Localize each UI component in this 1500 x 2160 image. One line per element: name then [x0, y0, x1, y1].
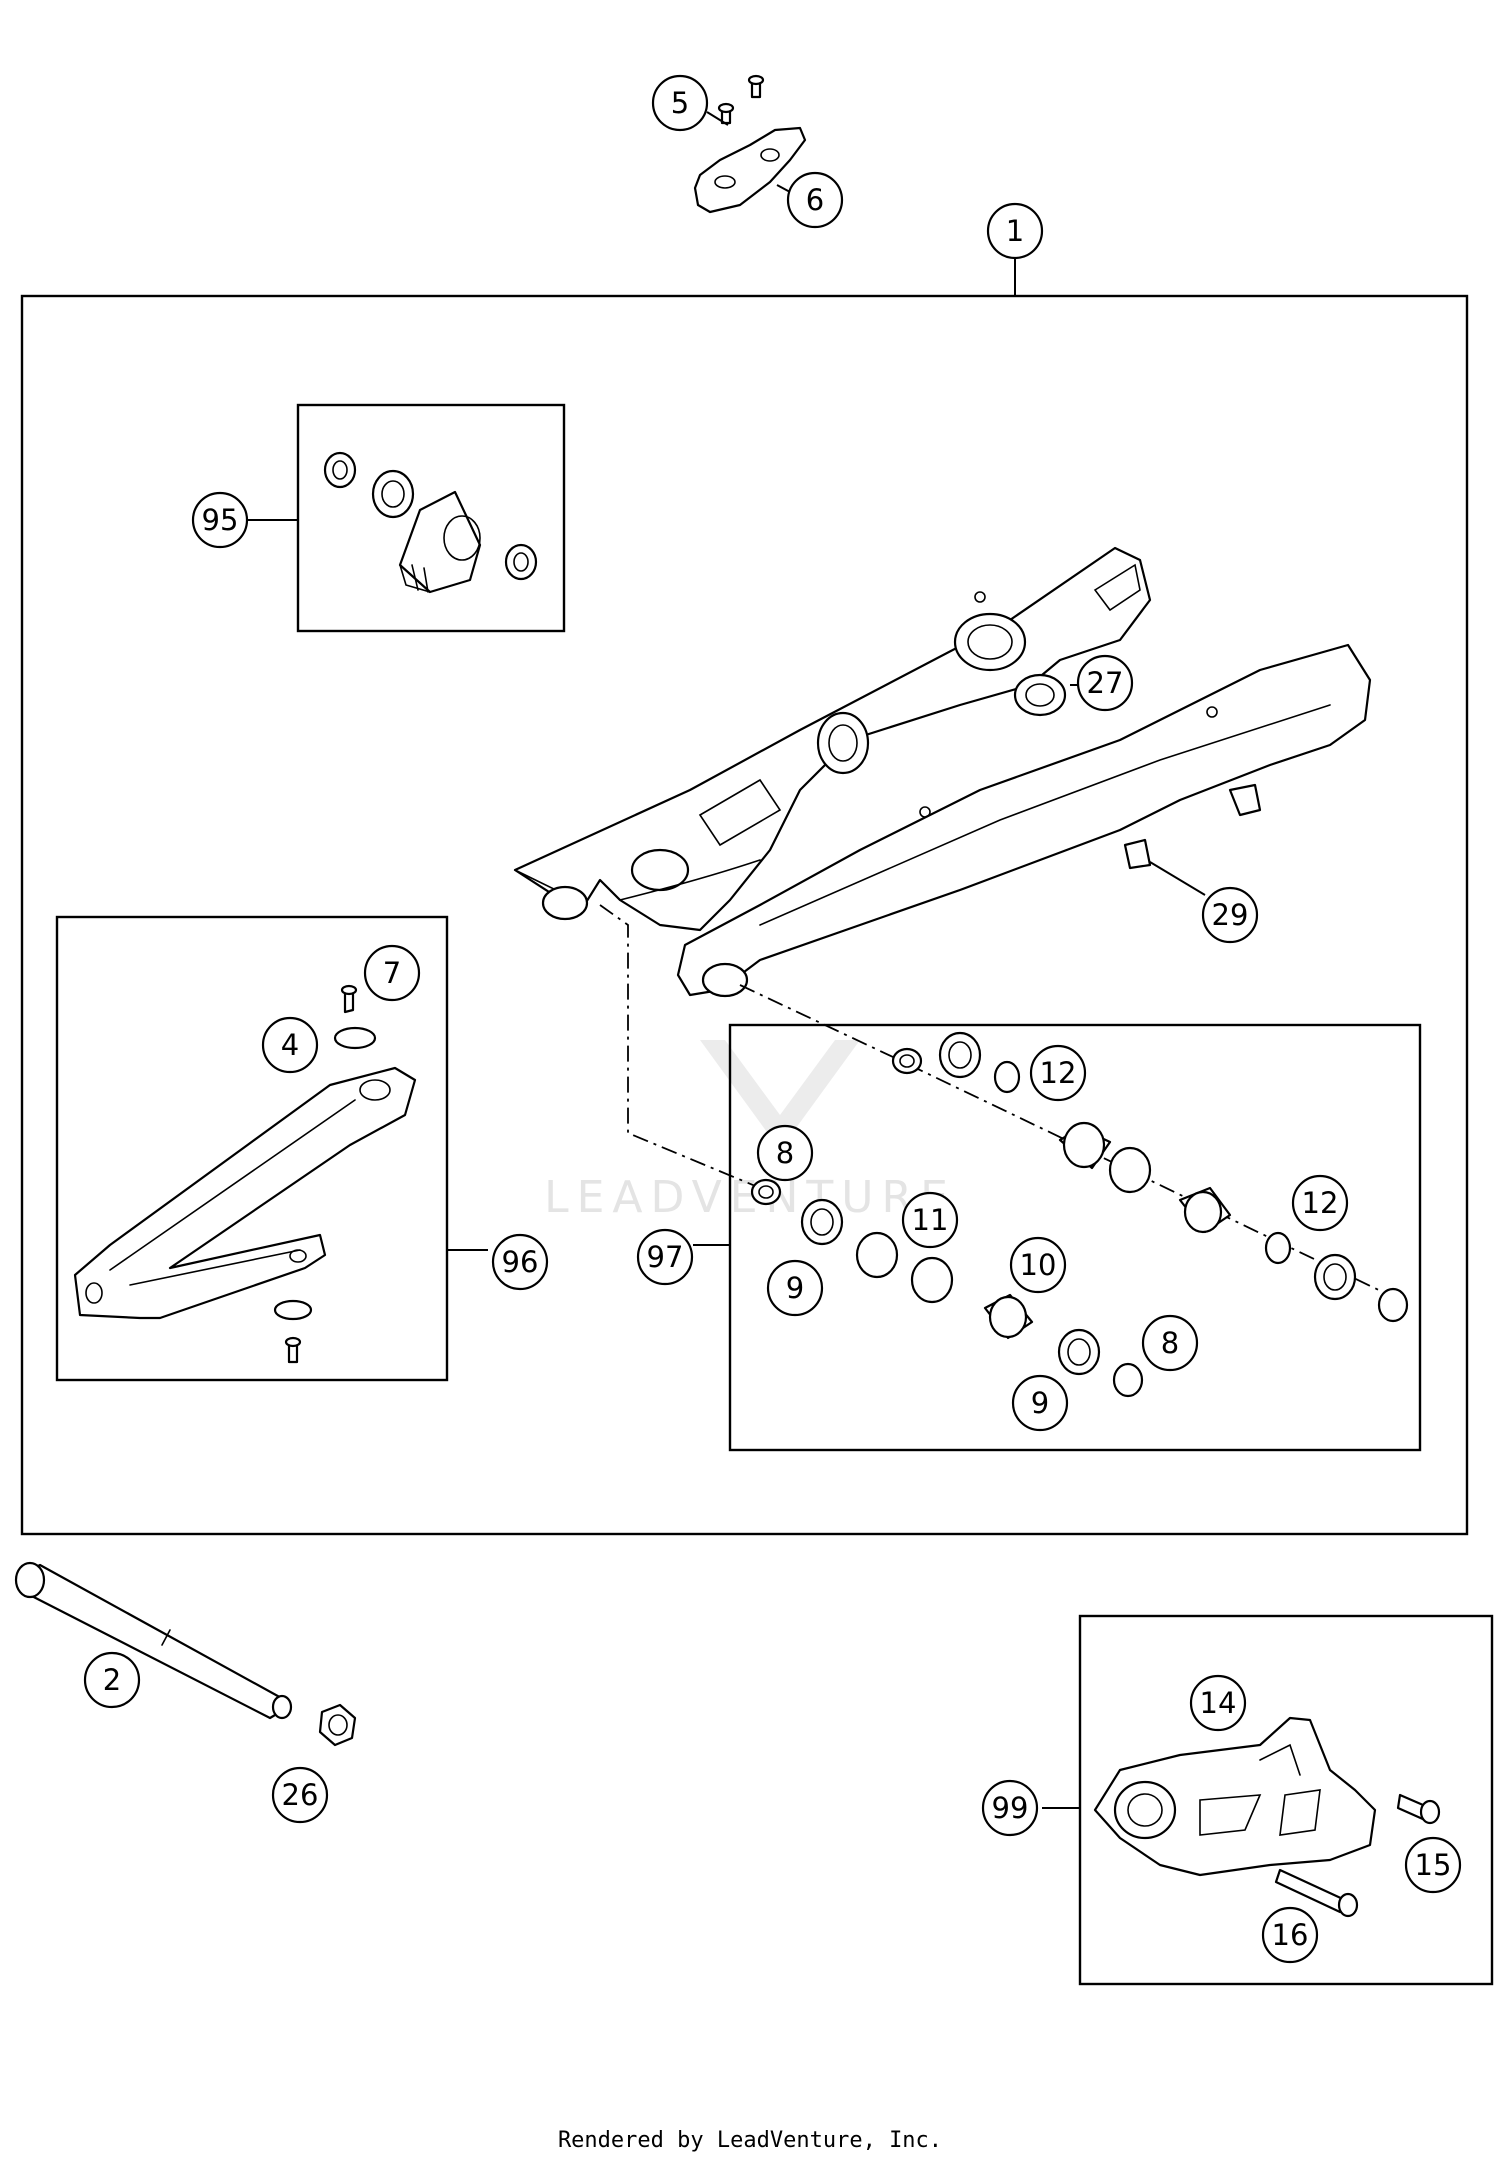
svg-text:14: 14 [1200, 1686, 1237, 1720]
callout-14: 14 [1189, 1674, 1247, 1732]
svg-text:9: 9 [786, 1271, 804, 1305]
svg-text:26: 26 [282, 1778, 319, 1812]
callout-29: 29 [1201, 886, 1259, 944]
svg-text:27: 27 [1087, 666, 1124, 700]
svg-text:11: 11 [912, 1203, 949, 1237]
callout-10: 10 [1009, 1236, 1067, 1294]
callout-97: 97 [636, 1228, 694, 1286]
callout-8b: 8 [1141, 1314, 1199, 1372]
callout-4: 4 [261, 1016, 319, 1074]
callout-9b: 9 [1011, 1374, 1069, 1432]
callout-26: 26 [271, 1766, 329, 1824]
watermark-text: LEADVENTURE [544, 1172, 956, 1223]
callout-12b: 12 [1291, 1174, 1349, 1232]
svg-text:12: 12 [1302, 1186, 1339, 1220]
svg-text:10: 10 [1020, 1248, 1057, 1282]
svg-text:12: 12 [1040, 1056, 1077, 1090]
svg-text:5: 5 [671, 86, 689, 120]
bearing-kit-frame-97 [728, 1023, 1422, 1452]
callout-27: 27 [1076, 654, 1134, 712]
svg-text:16: 16 [1272, 1918, 1309, 1952]
svg-text:29: 29 [1212, 898, 1249, 932]
svg-text:8: 8 [1161, 1326, 1179, 1360]
svg-text:95: 95 [202, 503, 239, 537]
svg-text:99: 99 [992, 1791, 1029, 1825]
chain-slider-frame-96 [55, 915, 449, 1382]
svg-text:6: 6 [806, 183, 824, 217]
svg-text:15: 15 [1415, 1848, 1452, 1882]
svg-text:96: 96 [502, 1245, 539, 1279]
callout-5: 5 [651, 74, 709, 132]
callout-9a: 9 [766, 1259, 824, 1317]
callout-8a: 8 [756, 1124, 814, 1182]
bushing-27 [1013, 673, 1067, 717]
svg-text:2: 2 [103, 1663, 121, 1697]
callout-7: 7 [363, 944, 421, 1002]
svg-text:9: 9 [1031, 1386, 1049, 1420]
swingarm [513, 546, 1372, 998]
callout-96: 96 [491, 1233, 549, 1291]
svg-text:4: 4 [281, 1028, 299, 1062]
svg-text:8: 8 [776, 1136, 794, 1170]
chain-guide-parts-99 [1093, 1716, 1441, 1918]
svg-text:97: 97 [647, 1240, 684, 1274]
callout-6: 6 [786, 171, 844, 229]
callout-1: 1 [986, 202, 1044, 260]
footer-credit: Rendered by LeadVenture, Inc. [557, 2128, 943, 2153]
main-assembly-frame [20, 294, 1469, 1536]
callout-15: 15 [1404, 1836, 1462, 1894]
callout-99: 99 [981, 1779, 1039, 1837]
bearing-kit-parts-97 [750, 1031, 1409, 1398]
bearing-kit-parts-95 [323, 451, 538, 594]
axle-2 [14, 1561, 293, 1720]
guard-6 [693, 126, 807, 214]
screws-5 [717, 74, 765, 125]
assembly-axis-left [599, 904, 766, 1191]
callout-16: 16 [1261, 1906, 1319, 1964]
chain-slider-parts-96 [73, 984, 417, 1364]
callout-12a: 12 [1029, 1044, 1087, 1102]
bearing-kit-frame-95 [296, 403, 566, 633]
callout-2: 2 [83, 1651, 141, 1709]
svg-text:1: 1 [1006, 214, 1024, 248]
svg-text:7: 7 [383, 956, 401, 990]
leadventure-watermark: LEADVENTURE [544, 1040, 956, 1223]
callout-95: 95 [191, 491, 249, 549]
axle-nut-26 [318, 1703, 357, 1747]
callout-11: 11 [901, 1191, 959, 1249]
chain-guide-frame-99 [1078, 1614, 1494, 1986]
